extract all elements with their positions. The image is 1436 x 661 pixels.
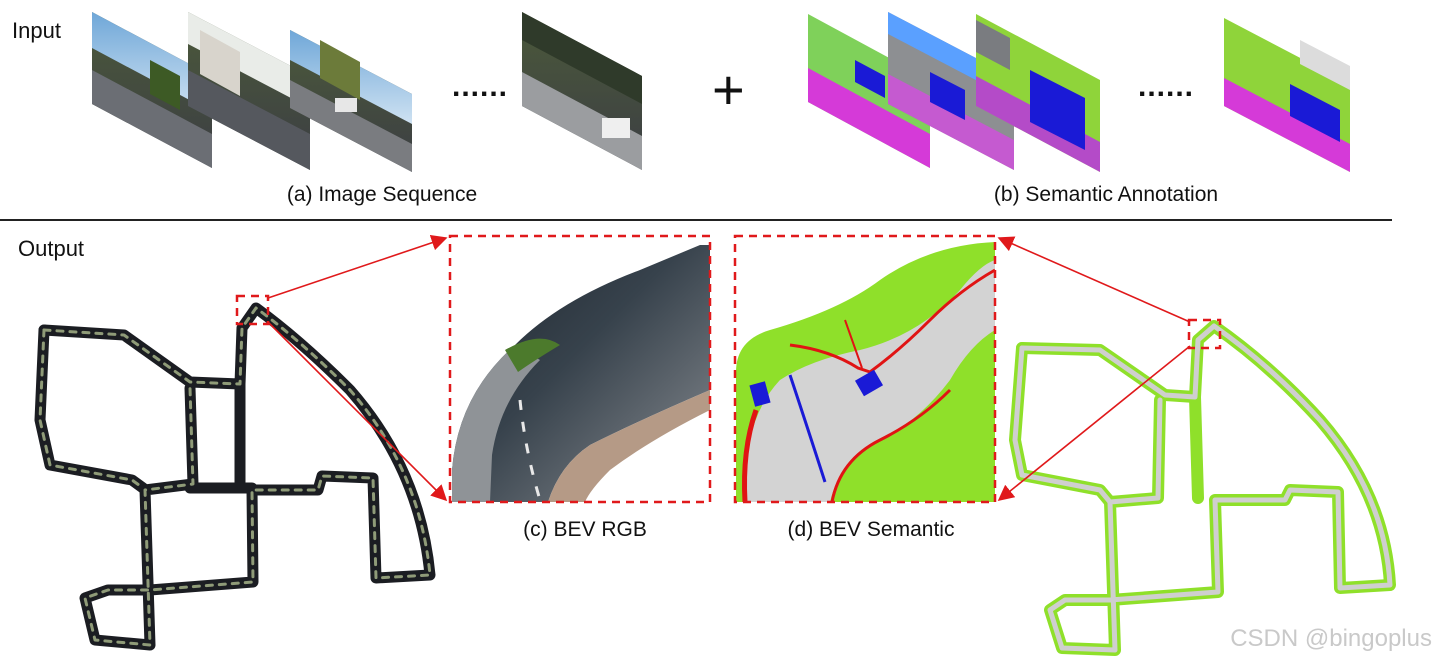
section-divider — [0, 219, 1392, 221]
bev-rgb-zoom-patch — [452, 245, 710, 502]
arrow-rgb-bottom — [267, 321, 448, 502]
arrow-semantic-bottom — [997, 345, 1191, 502]
bev-semantic-trajectory-map — [1009, 320, 1396, 656]
camera-frame-1 — [92, 12, 212, 168]
semantic-frame-4 — [1224, 18, 1350, 172]
caption-image-sequence: (a) Image Sequence — [286, 183, 478, 206]
arrow-rgb-top — [267, 235, 448, 299]
caption-bev-semantic: (d) BEV Semantic — [787, 518, 955, 541]
watermark: CSDN @bingoplus — [1230, 625, 1432, 652]
semantic-frame-1 — [808, 14, 930, 168]
bev-rgb-trajectory-map — [34, 302, 436, 651]
image-sequence-frames — [92, 12, 642, 172]
callout-box-rgb-small — [235, 294, 270, 326]
input-label: Input — [12, 18, 61, 43]
camera-frame-4 — [522, 12, 642, 170]
caption-semantic-annotation: (b) Semantic Annotation — [993, 183, 1219, 206]
camera-frame-2 — [188, 12, 310, 170]
ellipsis-image-sequence: ...... — [452, 70, 509, 103]
callout-box-semantic-large — [733, 234, 997, 504]
output-label: Output — [18, 236, 85, 261]
arrow-semantic-top — [997, 236, 1191, 323]
semantic-annotation-frames — [808, 12, 1350, 172]
caption-bev-rgb: (c) BEV RGB — [523, 518, 647, 541]
callouts — [235, 234, 1222, 504]
camera-frame-3 — [290, 30, 412, 172]
semantic-frame-3 — [976, 14, 1100, 172]
bev-semantic-zoom-patch — [736, 236, 996, 503]
ellipsis-semantic-annotation: ...... — [1138, 70, 1195, 103]
callout-box-semantic-small — [1187, 318, 1222, 350]
callout-arrows — [267, 235, 1191, 502]
plus-symbol: + — [712, 58, 745, 121]
callout-box-rgb-large — [448, 234, 712, 504]
